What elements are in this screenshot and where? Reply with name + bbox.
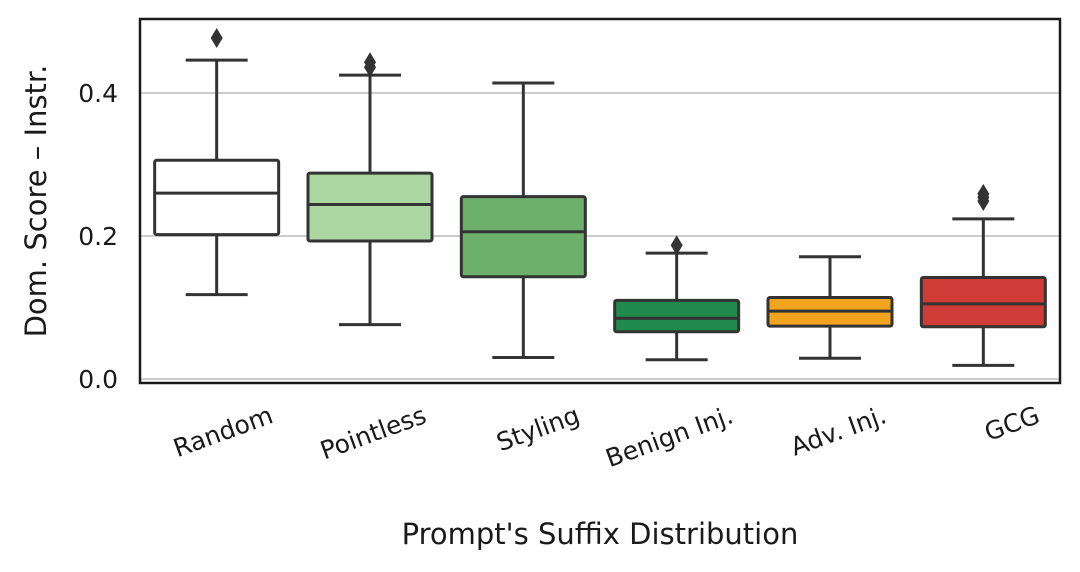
plot-frame — [138, 17, 1062, 385]
x-tick-label: Adv. Inj. — [787, 400, 890, 461]
x-tick-label: Benign Inj. — [602, 400, 737, 473]
outlier-marker — [977, 183, 990, 204]
x-tick-label: Pointless — [316, 400, 430, 465]
box-group — [919, 183, 1047, 367]
gridlines — [140, 92, 1060, 380]
outlier-marker — [364, 52, 376, 73]
x-axis-ticks: Random Pointless Styling Benign Inj. Adv. In… — [170, 400, 1044, 473]
iqr-box — [306, 171, 434, 243]
y-axis-ticks: 0.0 0.2 0.4 — [78, 79, 118, 394]
y-tick-label: 0.2 — [78, 222, 118, 251]
y-axis-label: Dom. Score – Instr. — [19, 65, 53, 338]
iqr-box — [613, 298, 741, 334]
y-tick-label: 0.0 — [78, 365, 118, 394]
x-axis-label: Prompt's Suffix Distribution — [402, 517, 799, 551]
x-tick-label: GCG — [981, 400, 1044, 446]
plot-boxes — [153, 27, 1047, 367]
box-group — [153, 27, 281, 297]
iqr-box — [459, 195, 587, 279]
iqr-box — [919, 275, 1047, 329]
box-group — [306, 52, 434, 327]
box-group — [766, 255, 894, 360]
box-group — [459, 81, 587, 360]
outlier-marker — [210, 27, 223, 48]
outlier-marker — [670, 235, 683, 256]
x-tick-label: Styling — [493, 400, 584, 457]
x-tick-label: Random — [170, 400, 277, 463]
box-group — [613, 235, 741, 362]
y-tick-label: 0.4 — [78, 79, 118, 108]
iqr-box — [153, 158, 281, 237]
